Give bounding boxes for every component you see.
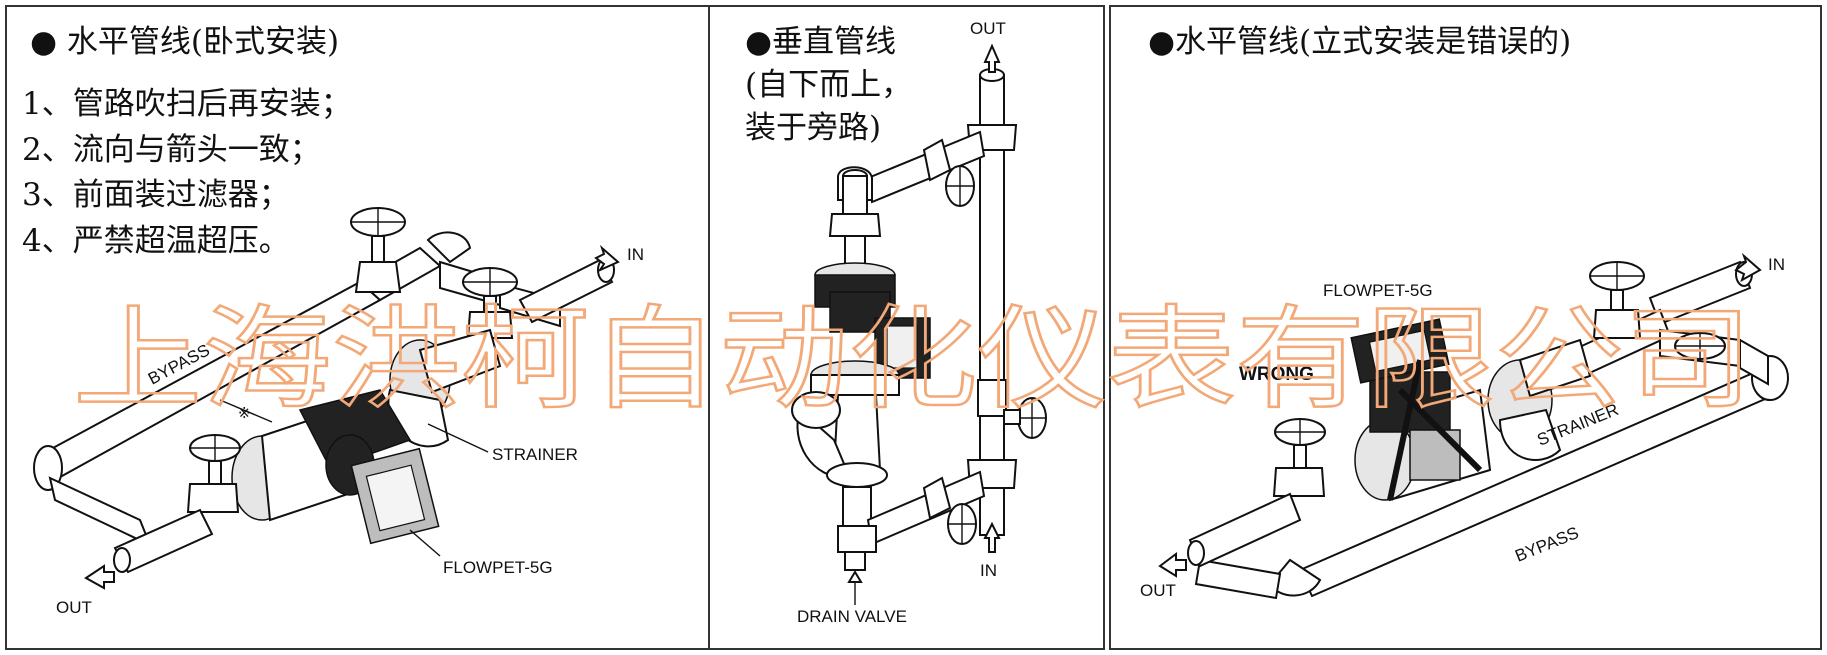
left-meter-label: FLOWPET-5G [443,558,553,577]
note-arrow [219,399,273,423]
left-inlet-valve [462,267,518,339]
middle-in-arrow-icon [983,521,1001,553]
step-4: 4、严禁超温超压。 [22,223,290,259]
wrong-label: WRONG [1239,364,1314,385]
middle-panel-title: ●垂直管线 [745,24,896,60]
right-out-label: OUT [1140,581,1176,600]
middle-out-label: OUT [970,19,1006,38]
right-bypass-valve [1674,332,1726,360]
right-outlet-valve [1272,418,1326,497]
right-panel-title: ●水平管线(立式安装是错误的) [1148,24,1571,60]
right-bypass-pipe [1194,338,1789,600]
meter-leader-line [409,529,441,557]
middle-panel-frame [708,5,1105,650]
middle-subtitle-2: 装于旁路) [745,110,881,146]
note-mark: ※ [238,405,251,422]
middle-strainer [791,391,888,528]
right-out-arrow-icon [1158,552,1187,578]
right-in-label: IN [1768,255,1785,274]
step-3: 3、前面装过滤器； [22,177,290,213]
middle-meter-riser [810,169,931,396]
left-outlet-valve [186,434,241,513]
wrong-cross-stroke-2 [1397,387,1483,473]
left-flowmeter [231,389,440,545]
middle-lower-branch [837,470,986,571]
company-watermark: 上海洪柯自动化仪表有限公司 [73,295,1753,425]
left-in-arrow-icon [594,244,620,273]
left-out-label: OUT [56,598,92,617]
middle-subtitle-1: (自下而上， [745,67,912,103]
middle-out-arrow-icon [983,43,1001,73]
right-bypass-label: BYPASS [1512,523,1581,566]
right-outlet-pipe [1187,492,1302,568]
strainer-leader-line [427,423,489,453]
step-1: 1、管路吹扫后再安装； [22,86,352,122]
left-panel-title: ● 水平管线(卧式安装) [30,24,339,60]
step-2: 2、流向与箭头一致； [22,132,321,168]
wrong-cross-stroke-1 [1387,359,1423,501]
middle-bypass-pipe [966,68,1018,536]
right-in-arrow-icon [1734,252,1762,283]
left-strainer-label: STRAINER [492,445,578,464]
right-meter-label: FLOWPET-5G [1323,281,1433,300]
middle-bypass-valve [1003,397,1047,439]
right-panel-frame [1109,5,1822,650]
right-inlet-valve [1589,261,1645,339]
left-outlet-pipe [113,508,214,574]
right-strainer [1487,338,1592,461]
left-panel: ● 水平管线(卧式安装) 1、管路吹扫后再安装； 2、流向与箭头一致； 3、前面… [22,24,644,617]
left-bypass-valve [350,207,406,293]
middle-panel: ●垂直管线 (自下而上， 装于旁路) [745,19,1047,626]
drain-valve-label: DRAIN VALVE [797,607,907,626]
drain-arrow-icon [847,570,863,583]
left-in-label: IN [627,245,644,264]
right-panel: ●水平管线(立式安装是错误的) [1140,24,1789,600]
left-out-arrow-icon [84,564,115,590]
middle-in-label: IN [980,561,997,580]
